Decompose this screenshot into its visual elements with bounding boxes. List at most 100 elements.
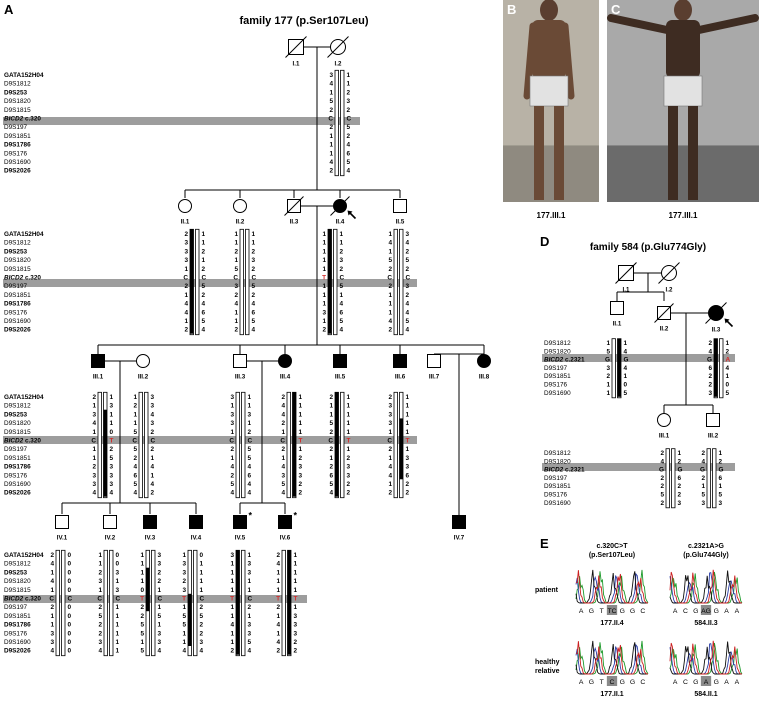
allele-value: 2	[230, 472, 234, 479]
family-584-title: family 584 (p.Glu774Gly)	[590, 242, 706, 253]
allele-value: 1	[406, 403, 410, 410]
photo-floor	[607, 145, 759, 202]
allele-value: 5	[182, 622, 186, 629]
allele-value: 2	[347, 89, 351, 96]
allele-value: C	[200, 596, 205, 603]
allele-value: T	[182, 596, 186, 603]
allele-value: 1	[299, 403, 303, 410]
allele-value: 2	[281, 446, 285, 453]
allele-value: 1	[116, 630, 120, 637]
allele-value: 1	[50, 622, 54, 629]
protein-change-label: (p.Glu744Gly)	[683, 552, 729, 559]
allele-value: 5	[202, 283, 206, 290]
allele-value: 1	[340, 292, 344, 299]
allele-value: 5	[248, 446, 252, 453]
allele-value: 5	[133, 481, 137, 488]
allele-value: 1	[234, 257, 238, 264]
individual-id: IV.7	[454, 535, 465, 542]
family-177-title: family 177 (p.Ser107Leu)	[239, 15, 368, 27]
haplotype-segment	[292, 392, 296, 497]
allele-value: 2	[98, 622, 102, 629]
allele-value: 1	[50, 587, 54, 594]
allele-value: 2	[388, 283, 392, 290]
allele-value: 4	[329, 81, 333, 88]
marker-name: D9S176	[4, 309, 28, 316]
allele-value: 4	[329, 490, 333, 497]
allele-value: 2	[234, 248, 238, 255]
panel-letter-e: E	[540, 536, 549, 551]
allele-value: 0	[68, 604, 72, 611]
individual-id: II.2	[236, 219, 245, 226]
marker-name: D9S1690	[4, 639, 31, 646]
allele-value: 2	[329, 464, 333, 471]
individual-id: II.3	[290, 219, 299, 226]
allele-value: 2	[701, 475, 705, 482]
allele-value: 4	[388, 472, 392, 479]
male-symbol	[333, 354, 347, 368]
base-highlight	[700, 605, 712, 615]
allele-value: C	[328, 116, 333, 123]
female-symbol	[657, 413, 671, 427]
haplotype-bar	[281, 549, 286, 657]
marker-name: D9S176	[4, 150, 28, 157]
allele-value: 1	[388, 455, 392, 462]
base-call: A	[579, 608, 584, 615]
allele-value: 2	[182, 578, 186, 585]
allele-value: 1	[294, 569, 298, 576]
allele-value: 5	[281, 481, 285, 488]
allele-value: 4	[406, 301, 410, 308]
allele-value: 1	[340, 231, 344, 238]
allele-value: 1	[92, 403, 96, 410]
allele-value: 3	[388, 420, 392, 427]
allele-value: 1	[340, 240, 344, 247]
female-symbol	[477, 354, 491, 368]
allele-value: 2	[388, 446, 392, 453]
marker-name: D9S1820	[4, 420, 31, 427]
head-shape	[674, 0, 692, 21]
allele-value: 1	[252, 231, 256, 238]
male-symbol	[278, 515, 292, 529]
individual-id: III.1	[659, 433, 670, 440]
allele-value: 1	[347, 72, 351, 79]
allele-value: 2	[158, 569, 162, 576]
allele-value: 4	[281, 490, 285, 497]
allele-value: 3	[158, 639, 162, 646]
allele-value: 5	[347, 124, 351, 131]
allele-value: 2	[294, 648, 298, 655]
haplotype-segment	[328, 229, 332, 334]
panel-letter-a: A	[4, 2, 14, 17]
allele-value: 5	[140, 648, 144, 655]
allele-value: 1	[98, 552, 102, 559]
allele-value: 3	[158, 630, 162, 637]
allele-value: C	[151, 438, 156, 445]
allele-value: 1	[92, 455, 96, 462]
asterisk: *	[294, 511, 298, 521]
male-symbol	[452, 515, 466, 529]
marker-name: D9S1815	[4, 587, 31, 594]
allele-value: 4	[92, 420, 96, 427]
allele-value: T	[140, 596, 144, 603]
allele-value: 1	[606, 382, 610, 389]
allele-value: 2	[388, 327, 392, 334]
allele-value: 4	[281, 411, 285, 418]
allele-value: 5	[406, 257, 410, 264]
allele-value: 2	[252, 292, 256, 299]
allele-value: C	[132, 438, 137, 445]
allele-value: 5	[110, 455, 114, 462]
allele-value: 2	[140, 604, 144, 611]
allele-value: 1	[347, 81, 351, 88]
allele-value: 1	[230, 604, 234, 611]
marker-name: GATA152H04	[4, 394, 44, 401]
allele-value: C	[406, 275, 411, 282]
allele-value: 1	[230, 630, 234, 637]
allele-value: 5	[347, 159, 351, 166]
allele-value: 6	[329, 472, 333, 479]
allele-value: 1	[182, 552, 186, 559]
allele-value: 2	[294, 639, 298, 646]
arm-shape	[523, 22, 537, 100]
allele-value: 1	[248, 613, 252, 620]
allele-value: 1	[719, 450, 723, 457]
haplotype-bar	[235, 391, 240, 499]
allele-value: 1	[184, 318, 188, 325]
allele-value: 2	[202, 266, 206, 273]
